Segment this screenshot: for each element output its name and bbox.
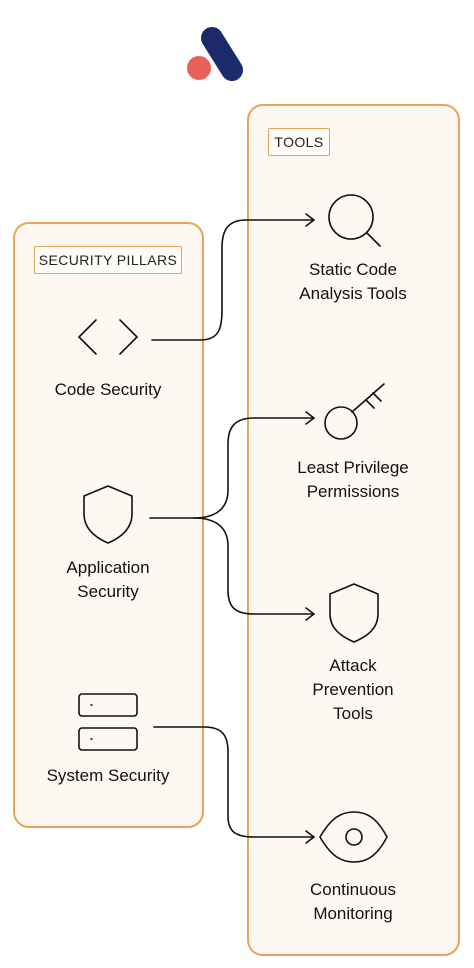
pillar-label-system-security: System Security: [46, 766, 170, 785]
arrowhead: [305, 607, 315, 621]
eye-icon: [319, 811, 388, 863]
tools-panel: [247, 104, 460, 956]
key-icon: [324, 383, 385, 440]
tool-label-continuous-monitoring: Continuous Monitoring: [309, 880, 396, 923]
shield-icon: [329, 583, 379, 643]
tools-tag: TOOLS: [268, 128, 330, 156]
connector-app-to-least: [149, 417, 315, 519]
code-icon: [78, 319, 138, 355]
shield-icon: [83, 485, 133, 544]
security-pillars-tag: SECURITY PILLARS: [34, 246, 182, 274]
connector-app-to-attack: [193, 517, 315, 615]
tool-label-least-privilege: Least Privilege Permissions: [297, 458, 409, 501]
arrowhead: [305, 830, 315, 844]
connector-code-to-static: [151, 219, 315, 341]
search-icon: [328, 194, 381, 247]
pillar-label-application-security: Application Security: [66, 558, 150, 601]
pillar-label-code-security: Code Security: [54, 380, 162, 399]
tool-label-static-code-analysis: Static Code Analysis Tools: [299, 260, 407, 303]
arrowhead: [305, 213, 315, 227]
arrowhead: [305, 411, 315, 425]
connector-system-to-monitoring: [153, 726, 315, 838]
tool-label-attack-prevention: Attack Prevention Tools: [312, 656, 394, 723]
server-icon: [78, 693, 138, 751]
